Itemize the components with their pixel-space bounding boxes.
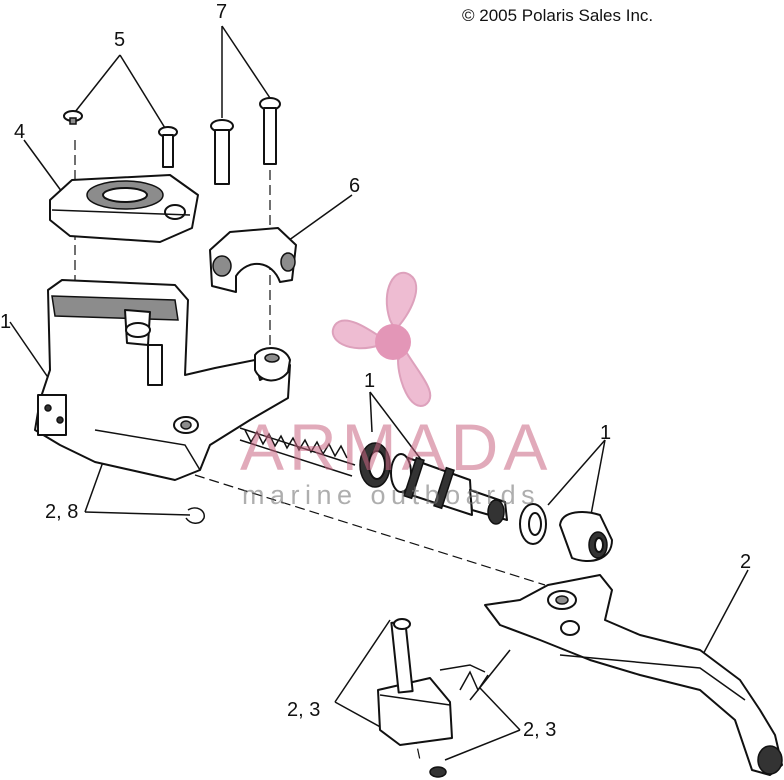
cover-screw-left [63, 110, 83, 125]
callout-2-3-left: 2, 3 [287, 699, 321, 721]
watermark-title: ARMADA [240, 410, 553, 484]
handlebar-clamp [209, 227, 297, 293]
watermark-subtitle: marine outboards [242, 480, 541, 510]
master-cylinder-body [34, 279, 291, 481]
brake-lever [484, 574, 783, 776]
piston-spring [239, 427, 356, 477]
reservoir-cover [49, 174, 199, 243]
callout-2-lever: 2 [740, 551, 752, 573]
callout-7: 7 [216, 1, 228, 23]
watermark-propeller-icon [331, 271, 432, 407]
e-clip [185, 507, 205, 524]
piston-seal [359, 442, 391, 488]
callout-2-3-right: 2, 3 [523, 719, 557, 741]
callout-1-body: 1 [0, 311, 12, 333]
washer [519, 503, 547, 545]
callout-4: 4 [14, 121, 26, 143]
clamp-bolt-right [259, 97, 281, 165]
clamp-bolt-left [210, 119, 234, 185]
dust-boot [559, 511, 613, 562]
copyright-notice: © 2005 Polaris Sales Inc. [462, 6, 654, 25]
brake-switch [377, 618, 511, 778]
callout-6: 6 [349, 175, 361, 197]
callout-1-piston: 1 [364, 370, 376, 392]
piston-assembly [390, 453, 508, 525]
callout-2-8: 2, 8 [45, 501, 79, 523]
cover-screw-right [158, 126, 178, 168]
callout-1-boot: 1 [600, 422, 612, 444]
callout-5: 5 [114, 29, 126, 51]
